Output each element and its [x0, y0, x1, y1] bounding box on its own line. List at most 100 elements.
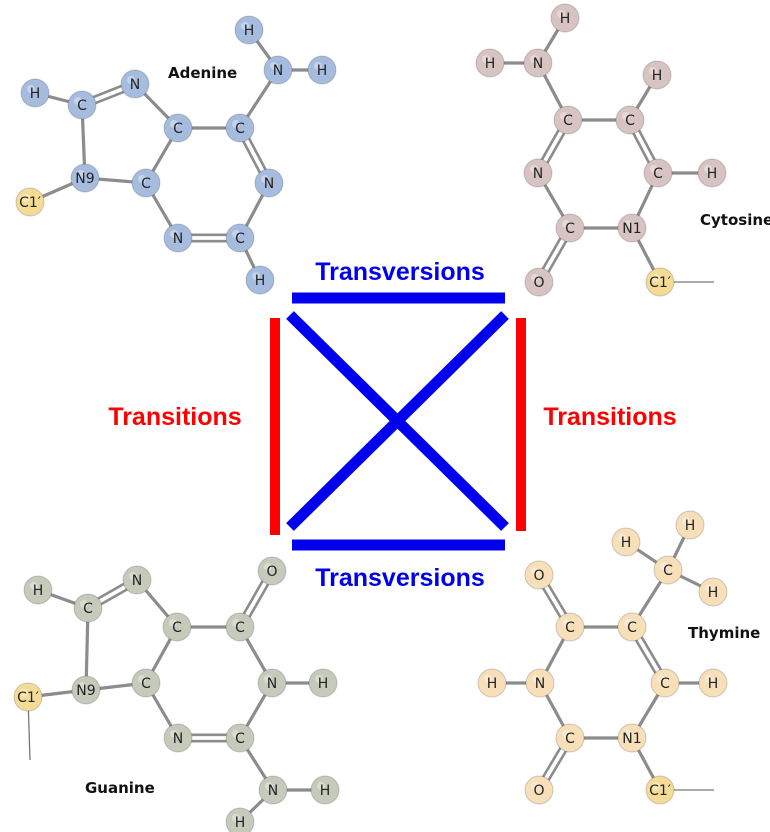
- cytosine-atom-label: C: [563, 113, 573, 129]
- cytosine-atom-highlight: [650, 165, 658, 173]
- guanine-atom-label: H: [318, 676, 329, 692]
- thymine-atom-label: C: [565, 620, 575, 636]
- adenine-atom-label: C: [173, 121, 183, 137]
- cytosine-atom-label: H: [560, 11, 571, 27]
- thymine-label: Thymine: [688, 624, 760, 642]
- thymine-atom-label: C: [565, 731, 575, 747]
- cytosine-atom-label: C: [565, 221, 575, 237]
- thymine-atom-n1: [617, 723, 647, 753]
- transitions-label-left: Transitions: [108, 403, 241, 431]
- guanine-atom-highlight: [264, 563, 272, 571]
- thymine-atom-label: C: [663, 563, 673, 579]
- adenine-atom-c: [131, 168, 161, 198]
- adenine-atom-label: N: [273, 63, 283, 79]
- guanine-atom-h: [225, 807, 255, 832]
- adenine-atom-h: [245, 265, 275, 295]
- transversion-diagonal-2: [286, 311, 509, 531]
- guanine-atom-c: [225, 723, 255, 753]
- thymine-atom-highlight: [624, 619, 632, 627]
- adenine-atom-label: C: [235, 231, 245, 247]
- cytosine-atom-label: N: [533, 166, 543, 182]
- cytosine-atom-highlight: [531, 274, 539, 282]
- adenine-atom-h: [234, 15, 264, 45]
- guanine-atom-h: [23, 575, 53, 605]
- cytosine-atom-label: H: [707, 166, 718, 182]
- transversions-label-top: Transversions: [315, 258, 485, 286]
- guanine-atom-highlight: [20, 689, 28, 697]
- thymine-atom-highlight: [562, 730, 570, 738]
- adenine-atom-label: H: [255, 273, 266, 289]
- adenine-atom-highlight: [138, 175, 146, 183]
- guanine-atom-label: C1′: [17, 690, 39, 706]
- cytosine-atom-o: [524, 267, 554, 297]
- thymine-atom-label: O: [533, 568, 544, 584]
- guanine-atom-n: [122, 565, 152, 595]
- cytosine-atom-label: O: [533, 275, 544, 291]
- cytosine-atom-label: C: [625, 113, 635, 129]
- thymine-atom-highlight: [618, 534, 626, 542]
- thymine-atom-highlight: [660, 562, 668, 570]
- guanine-atom-highlight: [169, 619, 177, 627]
- adenine-atom-highlight: [252, 272, 260, 280]
- cytosine-atom-highlight: [622, 112, 630, 120]
- guanine-atom-highlight: [170, 730, 178, 738]
- guanine-atom-n: [258, 775, 288, 805]
- guanine-atom-highlight: [232, 619, 240, 627]
- adenine-atom-c: [163, 113, 193, 143]
- adenine-atom-h: [20, 78, 50, 108]
- thymine-atom-c: [617, 612, 647, 642]
- guanine-atom-highlight: [232, 730, 240, 738]
- guanine-atom-label: N9: [76, 683, 95, 699]
- guanine-atom-label: H: [235, 815, 246, 831]
- thymine-atom-label: H: [487, 676, 498, 692]
- cytosine-atom-highlight: [482, 55, 490, 63]
- thymine-atom-c1: [645, 775, 675, 805]
- adenine-atom-highlight: [270, 62, 278, 70]
- cytosine-atom-highlight: [557, 10, 565, 18]
- adenine-atom-highlight: [232, 120, 240, 128]
- thymine-atom-label: C1′: [649, 783, 671, 799]
- adenine-atom-n9: [70, 163, 100, 193]
- adenine-atom-label: H: [317, 63, 328, 79]
- thymine-atom-highlight: [705, 584, 713, 592]
- guanine-atom-n9: [71, 675, 101, 705]
- guanine-atom-highlight: [138, 675, 146, 683]
- cytosine-atom-n: [523, 158, 553, 188]
- adenine-atom-highlight: [232, 230, 240, 238]
- cytosine-atom-c: [643, 158, 673, 188]
- adenine-atom-highlight: [74, 97, 82, 105]
- thymine-atom-c: [555, 723, 585, 753]
- thymine-atom-label: H: [708, 585, 719, 601]
- cytosine-atom-highlight: [652, 274, 660, 282]
- guanine-label: Guanine: [85, 779, 155, 797]
- cytosine-atom-c: [553, 105, 583, 135]
- thymine-atom-c: [555, 612, 585, 642]
- thymine-atom-label: O: [533, 783, 544, 799]
- adenine-label: Adenine: [168, 64, 237, 82]
- thymine-atom-c: [653, 555, 683, 585]
- guanine-atom-n: [163, 723, 193, 753]
- guanine-atom-c: [162, 612, 192, 642]
- thymine-atom-highlight: [705, 675, 713, 683]
- adenine-atom-h: [307, 55, 337, 85]
- adenine-atom-c: [225, 223, 255, 253]
- thymine-atom-highlight: [657, 675, 665, 683]
- transversion-lines: [286, 292, 509, 551]
- guanine-atom-highlight: [80, 600, 88, 608]
- cytosine-atom-highlight: [530, 165, 538, 173]
- thymine-atom-highlight: [531, 567, 539, 575]
- guanine-atom-n: [257, 668, 287, 698]
- thymine-atom-label: N: [535, 676, 545, 692]
- adenine-atom-c1: [15, 187, 45, 217]
- thymine-atom-highlight: [624, 730, 632, 738]
- adenine-atom-label: H: [30, 86, 41, 102]
- thymine-atom-highlight: [652, 782, 660, 790]
- guanine-atom-c: [73, 593, 103, 623]
- thymine-atom-label: H: [685, 518, 696, 534]
- adenine-atom-highlight: [22, 194, 30, 202]
- adenine-atom-highlight: [314, 62, 322, 70]
- cytosine-atom-label: N1: [622, 221, 641, 237]
- adenine-atom-highlight: [261, 175, 269, 183]
